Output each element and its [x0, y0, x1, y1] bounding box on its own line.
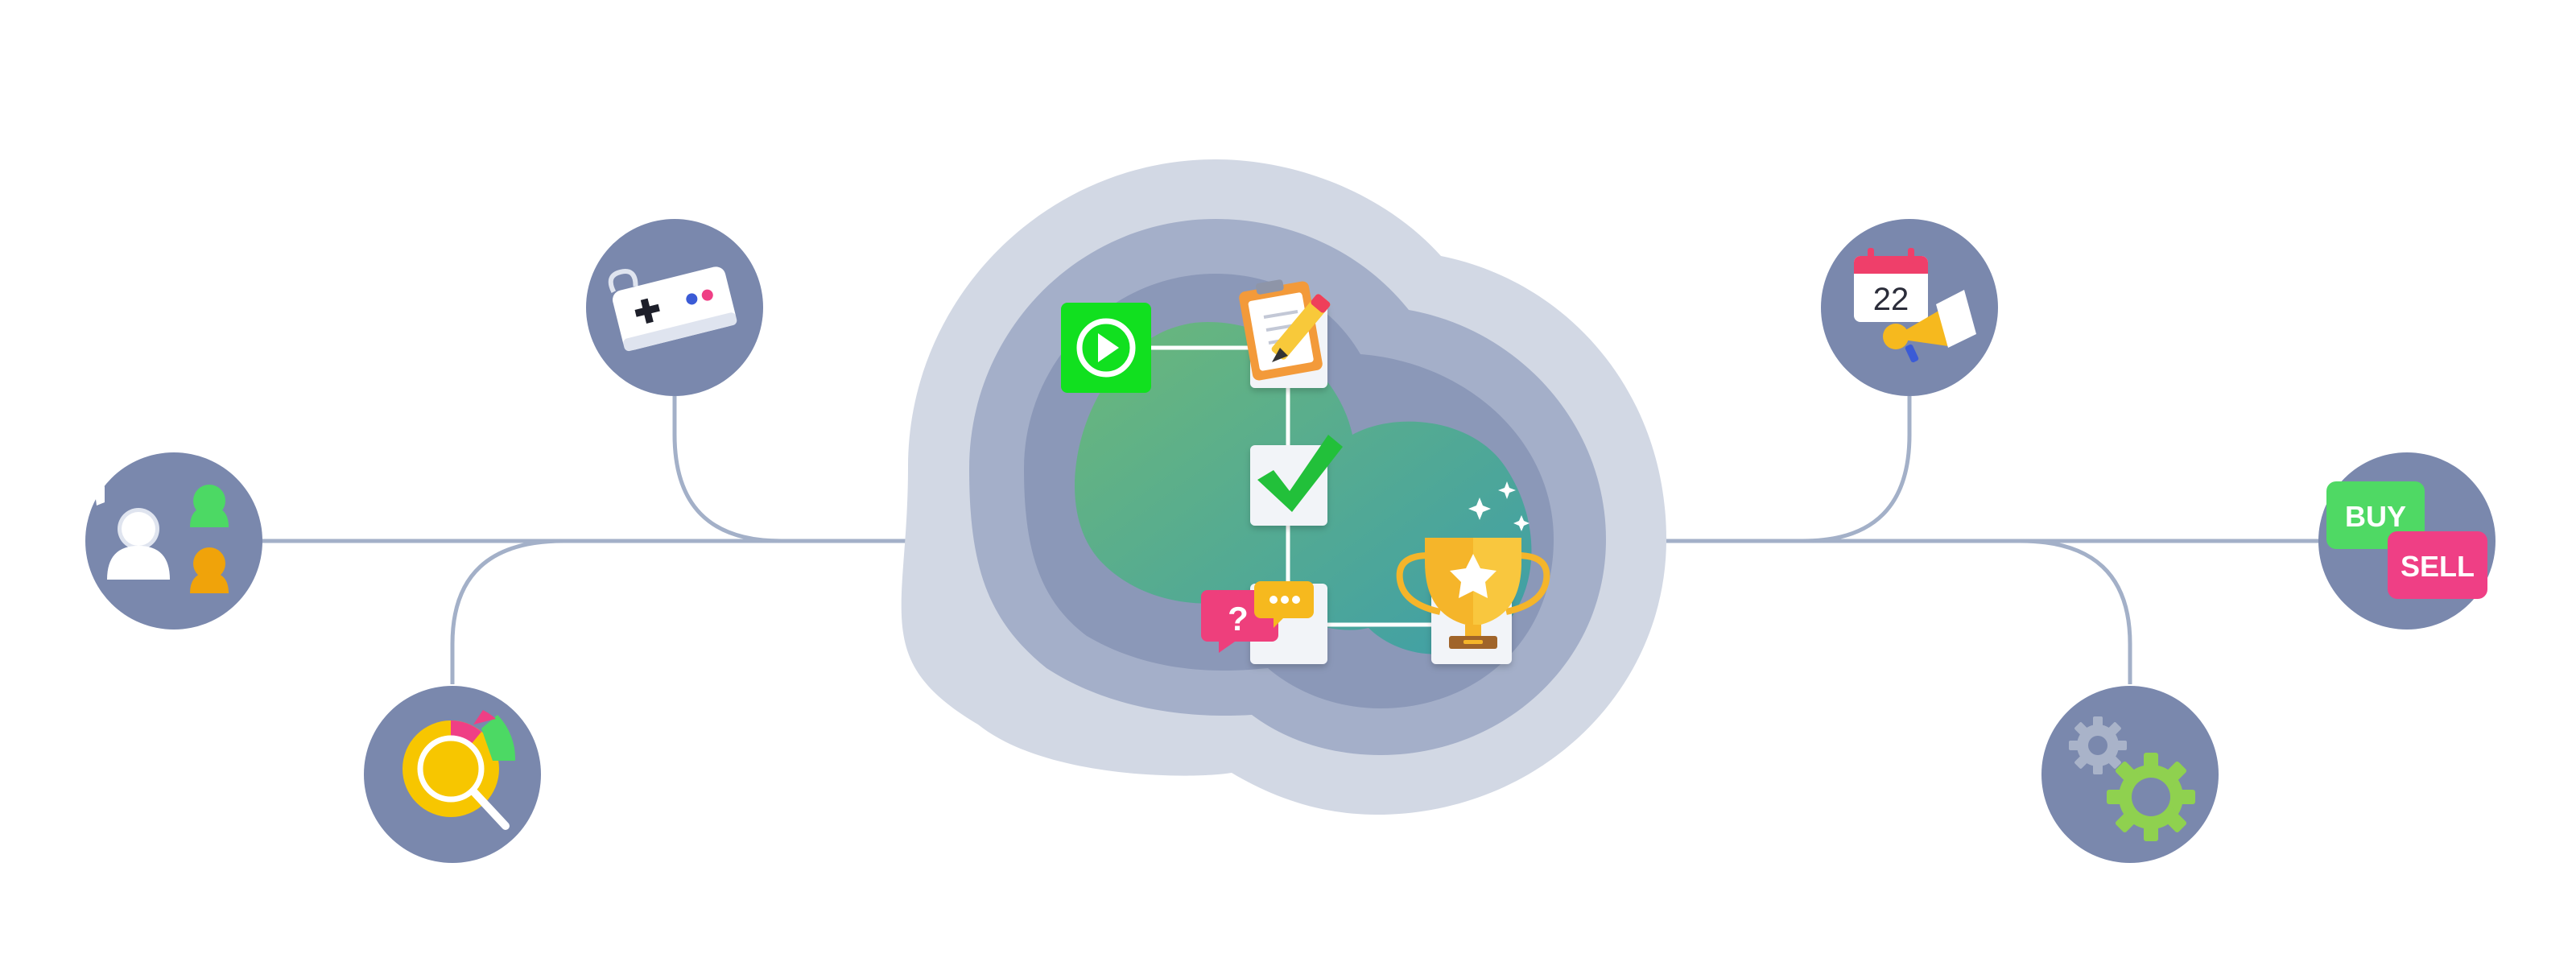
analytics-search-icon [402, 710, 516, 830]
connector-analytics [450, 539, 564, 684]
sell-label: SELL [2401, 550, 2475, 583]
discussion-step: ? [1201, 581, 1327, 664]
checkmark-icon [1257, 435, 1343, 512]
gamepad-node[interactable] [586, 219, 763, 396]
clipboard-step [1239, 279, 1331, 388]
connectors [258, 396, 2326, 684]
calendar-megaphone-icon: 22 [1854, 248, 1976, 363]
clipboard-pencil-icon [1239, 279, 1331, 381]
users-node[interactable] [85, 452, 262, 630]
analytics-node[interactable] [364, 686, 541, 863]
trophy-icon [1396, 481, 1550, 649]
approval-step [1250, 435, 1343, 526]
chat-question-icon: ? [1201, 581, 1314, 653]
play-button[interactable] [1061, 303, 1151, 393]
trade-node[interactable]: BUY SELL [2318, 452, 2496, 630]
connector-gears [2020, 539, 2132, 684]
achievement-step [1396, 481, 1550, 664]
gears-icon [2069, 716, 2195, 841]
svg-text:?: ? [1228, 600, 1249, 638]
calendar-node[interactable]: 22 [1821, 219, 1998, 396]
calendar-day-label: 22 [1873, 282, 1909, 317]
play-icon [1076, 318, 1136, 378]
small-gear [2069, 716, 2127, 774]
buy-sell-icon: BUY SELL [2326, 481, 2487, 599]
gamepad-icon [608, 266, 737, 352]
users-icon [95, 485, 229, 593]
connector-gamepad [672, 396, 782, 543]
large-gear [2107, 753, 2195, 841]
buy-label: BUY [2345, 500, 2406, 533]
connector-calendar [1802, 396, 1912, 543]
gears-node[interactable] [2041, 686, 2219, 863]
